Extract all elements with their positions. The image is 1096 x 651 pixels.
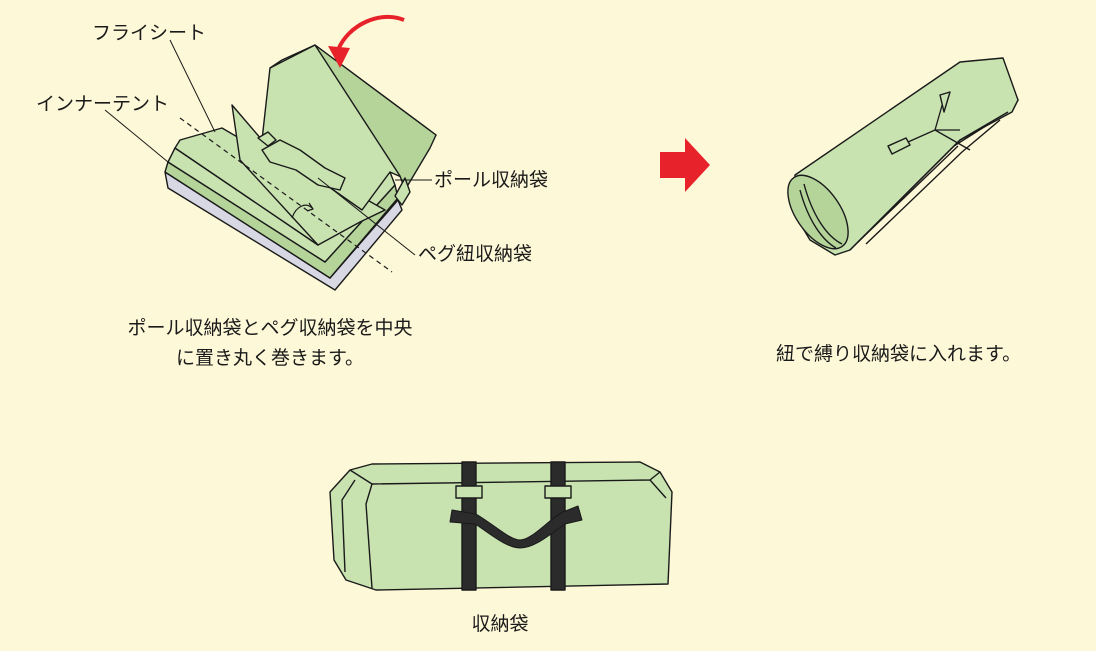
handle [449,505,583,549]
curved-arrow-icon [328,14,405,68]
label-fly-sheet: フライシート [92,22,207,44]
center-fold-line [179,117,393,273]
tie-string [889,94,971,151]
step1-caption-line1: ポール収納袋とペグ収納袋を中央 [127,317,413,339]
right-arrow-icon [660,138,710,192]
label-pole-bag: ポール収納袋 [434,169,549,191]
step1-caption-line2: に置き丸く巻きます。 [175,347,365,369]
bag-body [329,461,673,591]
roll-end [787,174,849,250]
step2-caption: 紐で縛り収納袋に入れます。 [776,343,1022,365]
folded-tent-illustration [164,44,437,291]
buckle-left [455,485,483,499]
rolled-tent-illustration [787,57,1019,256]
strap-left [461,461,477,591]
pole-bag [261,139,346,191]
step3-caption: 収納袋 [471,613,529,635]
label-inner-tent: インナーテント [36,93,170,115]
label-peg-bag: ペグ紐収納袋 [418,243,533,265]
buckle-right [544,485,572,499]
label-leaders [104,39,432,256]
storage-bag-illustration [329,461,673,591]
